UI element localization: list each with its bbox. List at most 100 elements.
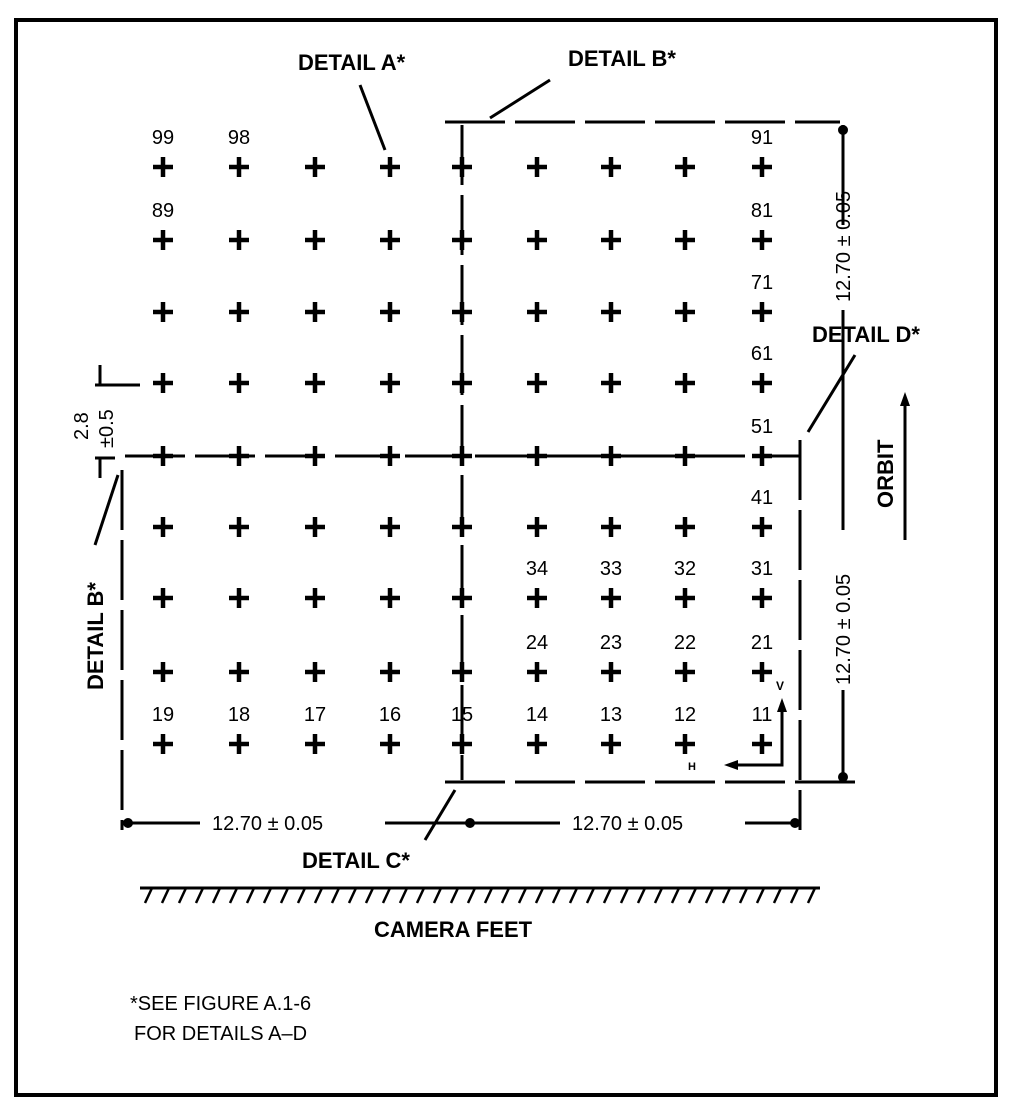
- camera-feet-label: CAMERA FEET: [374, 917, 533, 942]
- reseau-cross: [752, 373, 772, 393]
- reseau-cross: [380, 662, 400, 682]
- cross-number-label: 16: [379, 704, 401, 726]
- hatch-mark: [653, 887, 664, 904]
- hatch-mark: [772, 887, 783, 904]
- orbit-label: ORBIT: [873, 439, 898, 508]
- dimension-lines: [93, 78, 907, 890]
- detail-b-left-label: DETAIL B*: [83, 582, 108, 690]
- reseau-cross: [380, 157, 400, 177]
- reseau-cross: [527, 157, 547, 177]
- hatch-mark: [330, 887, 341, 904]
- reseau-cross: [305, 373, 325, 393]
- reseau-cross: [675, 588, 695, 608]
- reseau-cross: [153, 373, 173, 393]
- hatch-mark: [194, 887, 205, 904]
- reseau-cross: [675, 517, 695, 537]
- reseau-cross: [153, 734, 173, 754]
- reseau-cross: [752, 517, 772, 537]
- bottom-right-dimension: 12.70 ± 0.05: [572, 813, 683, 835]
- reseau-cross: [752, 662, 772, 682]
- hatch-mark: [449, 887, 460, 904]
- cross-number-label: 34: [526, 558, 548, 580]
- reseau-cross: [675, 230, 695, 250]
- reseau-cross: [675, 302, 695, 322]
- arrowheads: [123, 125, 910, 828]
- detail-a-leader: [358, 84, 387, 151]
- reseau-cross: [305, 230, 325, 250]
- detail-b-top-leader: [489, 78, 551, 120]
- reseau-cross: [380, 517, 400, 537]
- hatch-mark: [670, 887, 681, 904]
- hatch-mark: [211, 887, 222, 904]
- reseau-cross: [229, 373, 249, 393]
- cross-number-label: 89: [152, 200, 174, 222]
- hatch-mark: [143, 887, 154, 904]
- hatch-mark: [245, 887, 256, 904]
- footnote-line-1: *SEE FIGURE A.1-6: [130, 993, 311, 1015]
- reseau-cross: [675, 373, 695, 393]
- reseau-cross: [229, 588, 249, 608]
- hatch-mark: [415, 887, 426, 904]
- hatch-mark: [636, 887, 647, 904]
- cross-number-label: 21: [751, 632, 773, 654]
- cross-number-label: 98: [228, 127, 250, 149]
- footnote-line-2: FOR DETAILS A–D: [134, 1023, 307, 1045]
- hatch-mark: [398, 887, 409, 904]
- cross-number-label: 14: [526, 704, 548, 726]
- reseau-cross: [305, 734, 325, 754]
- reseau-cross: [380, 230, 400, 250]
- bottom-left-dimension: 12.70 ± 0.05: [212, 813, 323, 835]
- cross-number-label: 33: [600, 558, 622, 580]
- reseau-cross: [752, 157, 772, 177]
- hatch-mark: [228, 887, 239, 904]
- cross-number-label: 91: [751, 127, 773, 149]
- reseau-cross: [229, 157, 249, 177]
- hatch-mark: [704, 887, 715, 904]
- reseau-cross: [153, 588, 173, 608]
- reseau-cross: [601, 588, 621, 608]
- reseau-cross: [675, 662, 695, 682]
- cross-number-label: 32: [674, 558, 696, 580]
- cross-number-label: 23: [600, 632, 622, 654]
- hatch-mark: [568, 887, 579, 904]
- reseau-cross: [305, 157, 325, 177]
- hatch-mark: [517, 887, 528, 904]
- cross-number-label: 17: [304, 704, 326, 726]
- reseau-cross: [229, 302, 249, 322]
- reseau-cross: [601, 157, 621, 177]
- hatch-mark: [381, 887, 392, 904]
- reseau-cross: [527, 230, 547, 250]
- right-top-dimension: 12.70 ± 0.05: [833, 191, 855, 302]
- hatch-mark: [432, 887, 443, 904]
- reseau-cross: [380, 734, 400, 754]
- cross-number-label: 41: [751, 487, 773, 509]
- v-axis-label: V: [776, 679, 784, 693]
- hatch-mark: [364, 887, 375, 904]
- hatch-mark: [721, 887, 732, 904]
- cross-number-label: 71: [751, 272, 773, 294]
- offset-tolerance: ±0.5: [96, 409, 118, 448]
- reseau-cross: [380, 373, 400, 393]
- reseau-cross: [752, 734, 772, 754]
- hatch-mark: [313, 887, 324, 904]
- reseau-cross: [752, 230, 772, 250]
- hatch-mark: [279, 887, 290, 904]
- reseau-cross: [229, 517, 249, 537]
- hatch-mark: [534, 887, 545, 904]
- frame-border: [14, 18, 998, 1097]
- reseau-cross: [153, 302, 173, 322]
- cross-number-label: 51: [751, 416, 773, 438]
- cross-number-label: 13: [600, 704, 622, 726]
- hatch-mark: [738, 887, 749, 904]
- hatch-mark: [296, 887, 307, 904]
- cross-number-label: 81: [751, 200, 773, 222]
- cross-number-label: 61: [751, 343, 773, 365]
- right-bottom-dimension: 12.70 ± 0.05: [833, 574, 855, 685]
- cross-number-label: 11: [752, 704, 773, 726]
- offset-dimension: 2.8: [71, 412, 93, 440]
- reseau-cross: [675, 157, 695, 177]
- hatch-mark: [789, 887, 800, 904]
- reseau-cross: [380, 302, 400, 322]
- hatch-mark: [160, 887, 171, 904]
- reseau-cross: [527, 588, 547, 608]
